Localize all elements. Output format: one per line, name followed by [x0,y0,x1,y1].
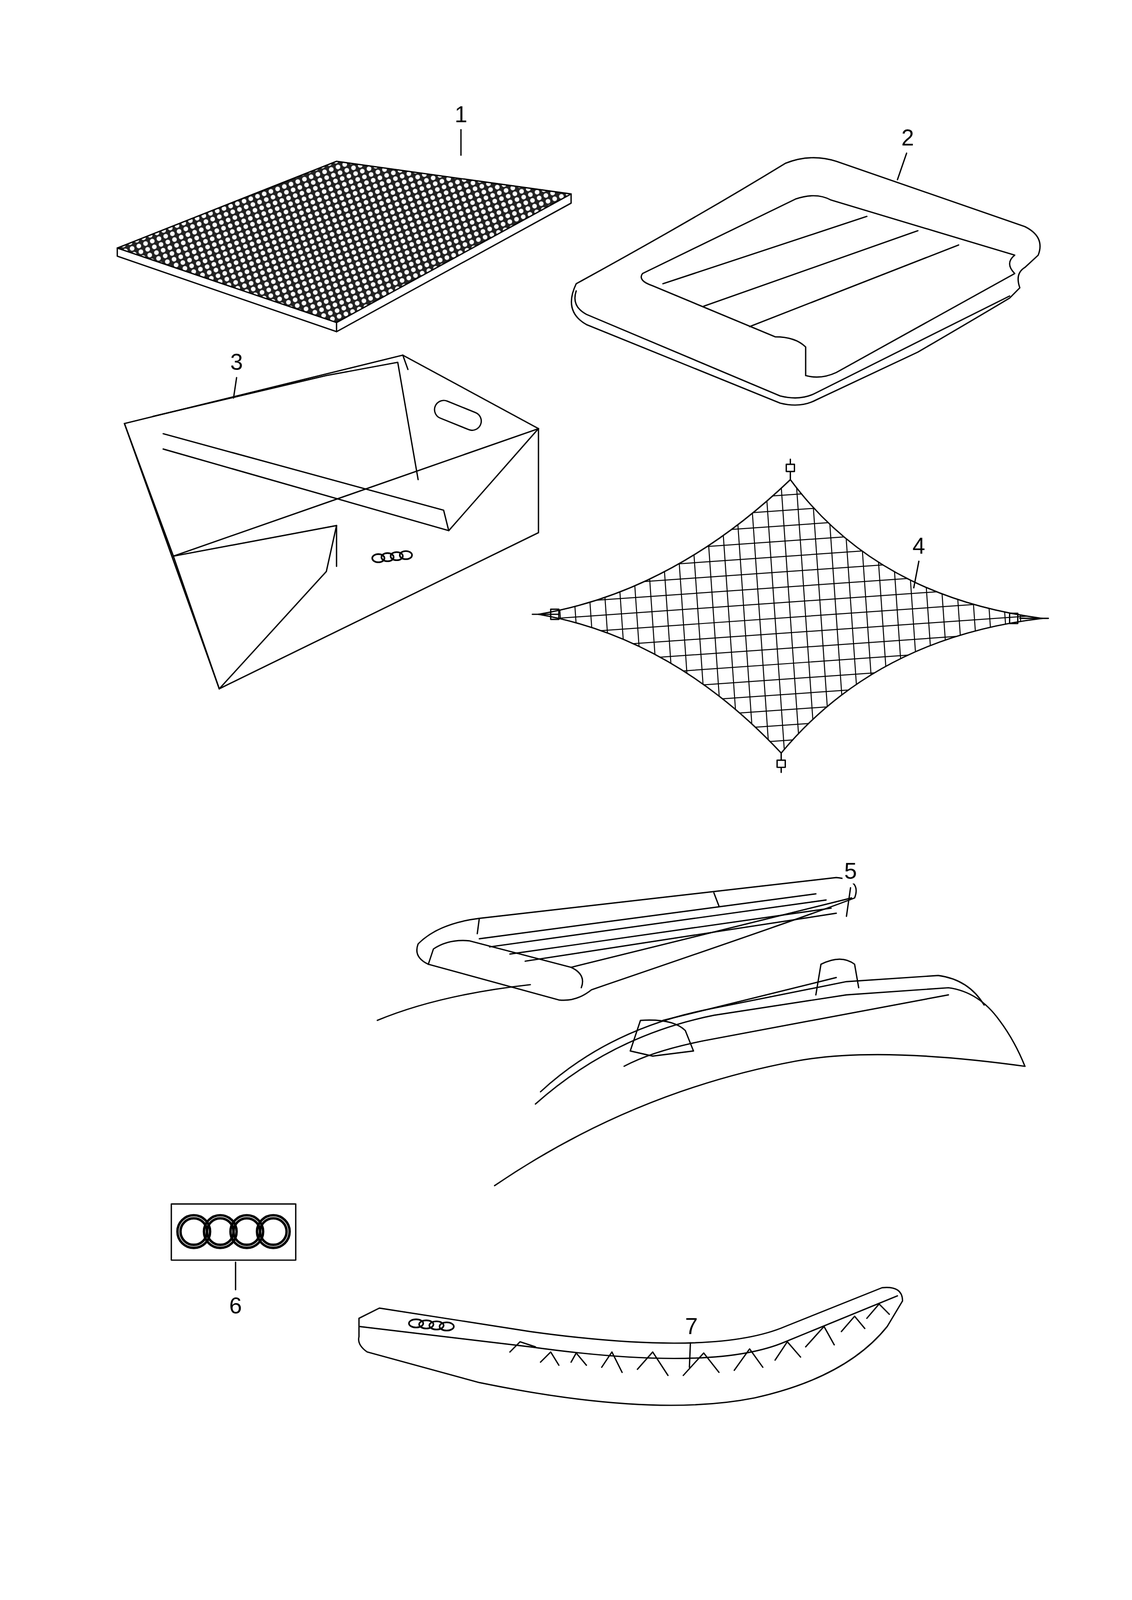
roof-rack [377,877,1025,1186]
callout-number: 3 [228,349,245,375]
folding-box [124,355,539,689]
callout-number: 7 [683,1313,700,1339]
cargo-net [511,459,1070,784]
callout-number: 4 [910,533,928,559]
floor-mat [117,161,571,332]
rings-badge [171,1203,296,1260]
callout-number: 2 [899,125,916,150]
callout-number: 5 [842,858,859,884]
callout-number: 1 [452,102,470,127]
protective-bar [358,1287,903,1405]
luggage-tray [571,157,1040,405]
callout-number: 6 [227,1292,244,1318]
